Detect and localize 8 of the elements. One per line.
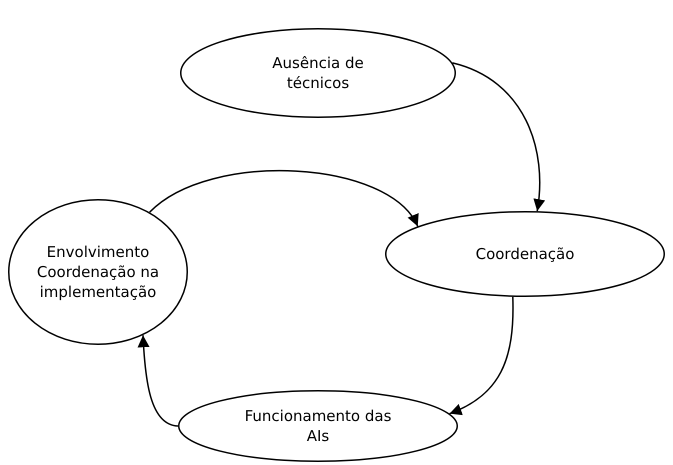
arrow [149,170,418,227]
node-label: Coordenação [474,244,576,264]
arrow [449,296,514,415]
arrow [138,335,178,427]
node-label: Ausência de técnicos [271,53,365,93]
node-label: Envolvimento Coordenação na implementação [36,242,160,302]
node-label: Funcionamento das AIs [244,406,392,446]
arrow [452,62,545,212]
